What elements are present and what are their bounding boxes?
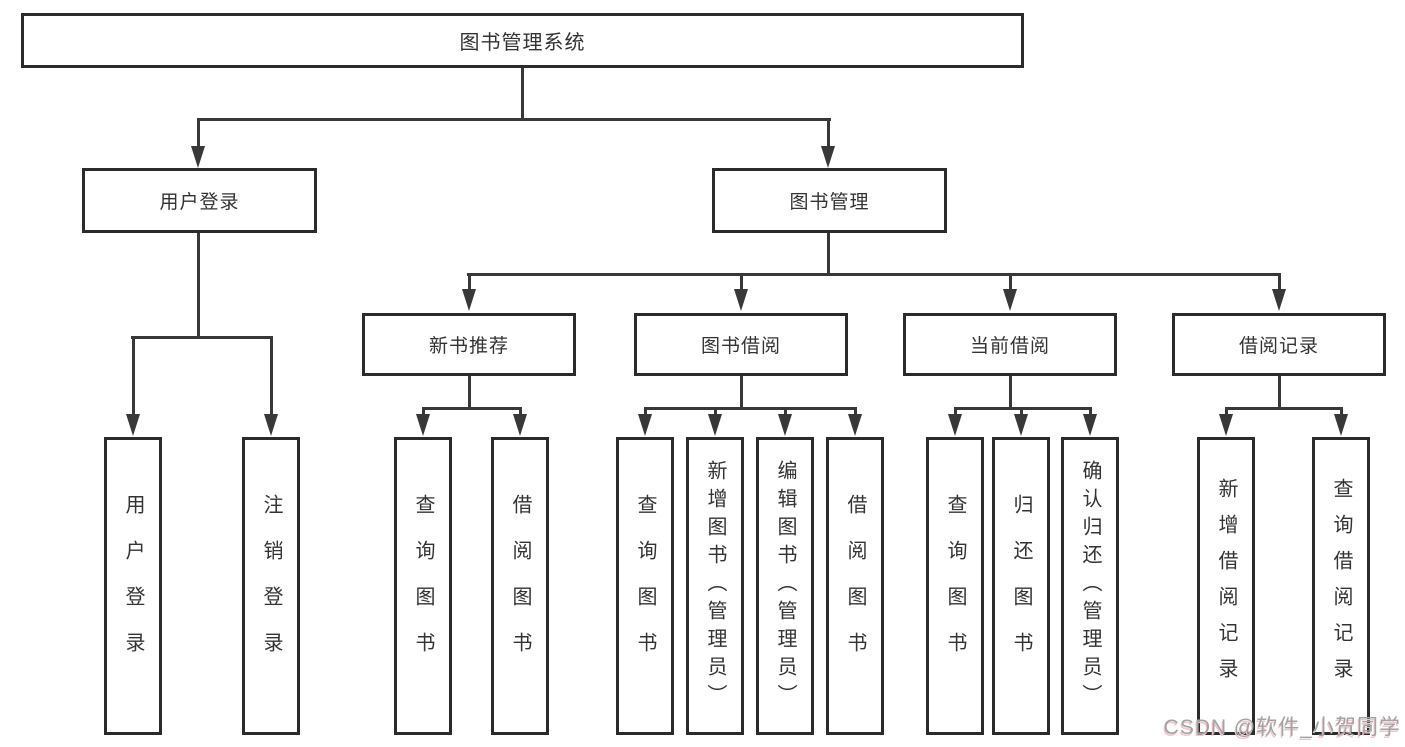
leaf-bb-edit-label: 编辑图书（管理员） [774,460,796,712]
node-current-borrow-box: 当前借阅 [903,313,1117,376]
leaf-br-add-box: 新增借阅记录 [1197,437,1255,735]
node-root-label: 图书管理系统 [459,32,586,54]
connector-cb-query [954,407,957,417]
leaf-bb-query-label: 查询图书 [634,494,656,678]
arrow-to-user-login [191,146,205,168]
node-root-box: 图书管理系统 [21,13,1024,68]
arrow-bb-edit [778,414,792,436]
connector-new-book-hline [422,407,522,410]
node-borrow-records-box: 借阅记录 [1172,313,1386,376]
node-book-mgmt-box: 图书管理 [712,168,947,233]
leaf-nb-query-box: 查询图书 [394,437,452,735]
connector-borrow-records-hline [1225,407,1342,410]
connector-book-borrow-stem [740,376,743,407]
arrow-cb-confirm [1083,414,1097,436]
arrow-cb-return [1014,414,1028,436]
connector-book-mgmt-stem [827,233,830,273]
connector-root-stem [521,68,524,118]
connector-root-hline [197,118,831,121]
connector-bb-query [644,407,647,417]
connector-to-borrow-records [1278,273,1281,293]
leaf-cb-query-box: 查询图书 [926,437,984,735]
connector-user-login-hline [131,336,272,339]
connector-to-new-book [468,273,471,293]
watermark: CSDN @软件_小贺同学 [1163,716,1401,739]
connector-user-login-stem [197,233,200,336]
arrow-to-current-borrow [1003,289,1017,311]
node-borrow-records-label: 借阅记录 [1238,336,1319,357]
arrow-to-book-borrow [734,289,748,311]
connector-borrow-records-stem [1278,376,1281,407]
arrow-to-new-book [462,289,476,311]
connector-to-leaf-login [132,336,135,416]
connector-cb-confirm [1089,407,1092,417]
node-book-mgmt-label: 图书管理 [789,192,870,213]
connector-bb-borrow [854,407,857,417]
node-new-book-label: 新书推荐 [428,336,509,357]
leaf-cb-confirm-box: 确认归还（管理员） [1061,437,1119,735]
leaf-user-login-box: 用户登录 [104,437,162,735]
connector-br-add [1225,407,1228,417]
leaf-cb-return-box: 归还图书 [992,437,1050,735]
leaf-br-query-box: 查询借阅记录 [1312,437,1370,735]
connector-to-book-borrow [740,273,743,293]
arrow-to-borrow-records [1272,289,1286,311]
leaf-bb-edit-box: 编辑图书（管理员） [756,437,814,735]
connector-cb-return [1020,407,1023,417]
connector-current-borrow-hline [954,407,1092,410]
leaf-bb-query-box: 查询图书 [616,437,674,735]
node-book-borrow-label: 图书借阅 [700,336,781,357]
connector-to-book-mgmt [827,118,830,150]
arrow-bb-query [638,414,652,436]
arrow-br-query [1334,414,1348,436]
leaf-bb-borrow-label: 借阅图书 [844,494,866,678]
arrow-to-book-mgmt [821,146,835,168]
arrow-cb-query [948,414,962,436]
connector-to-current-borrow [1009,273,1012,293]
leaf-cb-confirm-label: 确认归还（管理员） [1079,460,1101,712]
arrow-nb-query [416,414,430,436]
connector-br-query [1340,407,1343,417]
leaf-logout-box: 注销登录 [242,437,300,735]
leaf-nb-borrow-label: 借阅图书 [509,494,531,678]
arrow-bb-borrow [848,414,862,436]
leaf-bb-add-box: 新增图书（管理员） [686,437,744,735]
node-user-login-box: 用户登录 [82,168,317,233]
connector-current-borrow-stem [1009,376,1012,407]
node-current-borrow-label: 当前借阅 [969,336,1050,357]
connector-new-book-stem [468,376,471,407]
connector-bb-edit [784,407,787,417]
leaf-nb-borrow-box: 借阅图书 [491,437,549,735]
leaf-bb-add-label: 新增图书（管理员） [704,460,726,712]
leaf-bb-borrow-box: 借阅图书 [826,437,884,735]
arrow-to-leaf-login [126,414,140,436]
leaf-br-query-label: 查询借阅记录 [1330,478,1352,694]
connector-to-user-login [197,118,200,150]
leaf-user-login-label: 用户登录 [122,494,144,678]
arrow-nb-borrow [513,414,527,436]
leaf-cb-query-label: 查询图书 [944,494,966,678]
leaf-cb-return-label: 归还图书 [1010,494,1032,678]
connector-nb-query [422,407,425,417]
arrow-bb-add [708,414,722,436]
node-user-login-label: 用户登录 [159,192,240,213]
node-new-book-box: 新书推荐 [362,313,576,376]
arrow-br-add [1219,414,1233,436]
node-book-borrow-box: 图书借阅 [634,313,848,376]
connector-to-leaf-logout [270,336,273,416]
connector-book-mgmt-hline [467,273,1281,276]
arrow-to-leaf-logout [264,414,278,436]
connector-bb-add [714,407,717,417]
leaf-nb-query-label: 查询图书 [412,494,434,678]
connector-book-borrow-hline [644,407,857,410]
leaf-br-add-label: 新增借阅记录 [1215,478,1237,694]
leaf-logout-label: 注销登录 [260,494,282,678]
connector-nb-borrow [519,407,522,417]
